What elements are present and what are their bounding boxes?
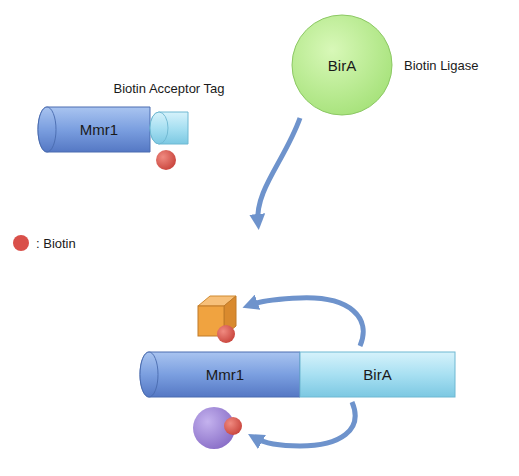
cylinder-body bbox=[300, 352, 455, 397]
node-caption: Biotin Ligase bbox=[404, 58, 478, 73]
ligase-cylinder: BirA bbox=[300, 352, 455, 397]
legend-swatch bbox=[13, 235, 29, 251]
cylinder-end bbox=[140, 352, 158, 397]
legend-swatch-box bbox=[12, 234, 30, 252]
cylinder-end bbox=[150, 112, 168, 144]
labeling-arrow bbox=[255, 402, 355, 446]
node-label: Mmr1 bbox=[80, 121, 118, 138]
biotin-dot bbox=[224, 417, 242, 435]
labeling-arrow bbox=[250, 298, 363, 346]
cylinder-body bbox=[38, 107, 150, 152]
acceptor-tag: Biotin Acceptor Tag bbox=[150, 112, 188, 144]
ligase-circle: BirABiotin Ligase bbox=[292, 15, 392, 115]
node-caption: Biotin Acceptor Tag bbox=[113, 81, 224, 96]
protein-cylinder: Mmr1 bbox=[140, 352, 300, 397]
cylinder-end bbox=[38, 107, 56, 152]
legend-text: : Biotin bbox=[36, 236, 76, 251]
protein-cylinder: Mmr1 bbox=[38, 107, 150, 152]
biotin-dot bbox=[217, 325, 235, 343]
node-label: Mmr1 bbox=[206, 366, 244, 383]
legend-entry: : Biotin bbox=[12, 234, 76, 252]
acceptor-tag-outline bbox=[150, 112, 188, 144]
reaction-arrow bbox=[258, 118, 300, 222]
node-label: BirA bbox=[363, 366, 391, 383]
node-label: BirA bbox=[328, 57, 356, 74]
circle-body bbox=[292, 15, 392, 115]
biotin-dot bbox=[156, 150, 176, 170]
cylinder-body bbox=[140, 352, 300, 397]
cylinder-body bbox=[150, 112, 188, 144]
